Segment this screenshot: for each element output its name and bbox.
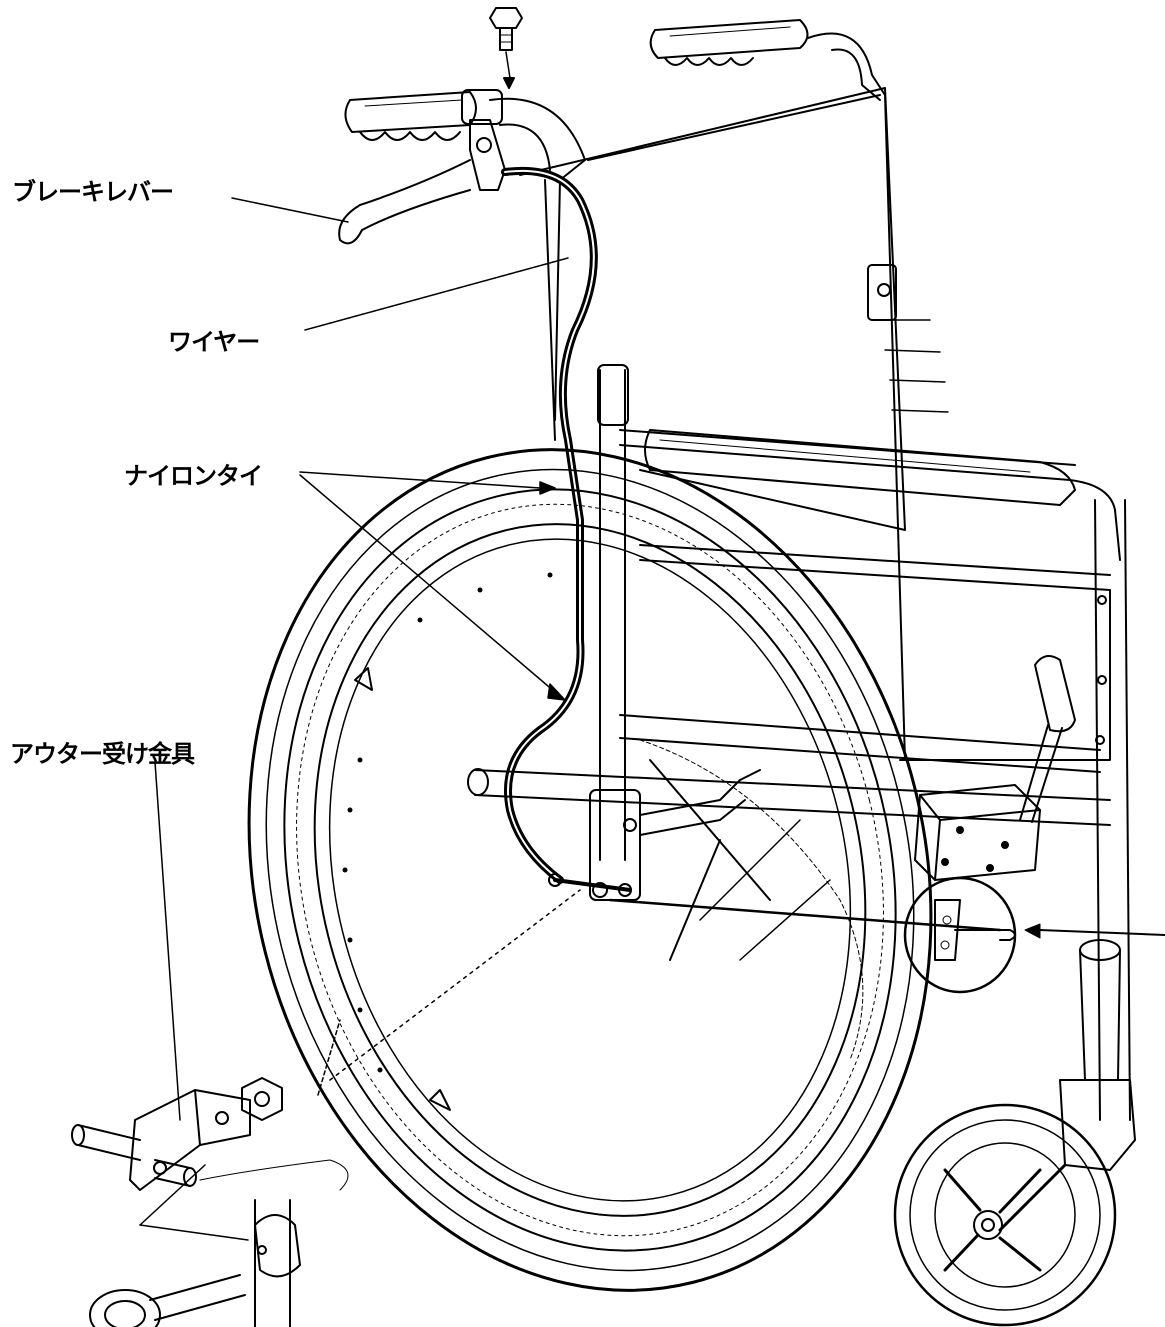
callout-outer-bracket: アウター受け金具 bbox=[10, 740, 195, 768]
brake-cable bbox=[501, 166, 598, 884]
parking-brake bbox=[914, 655, 1076, 881]
chair-frame bbox=[467, 179, 1131, 1121]
callout-wire: ワイヤー bbox=[168, 328, 260, 356]
axle-detail bbox=[89, 1159, 349, 1327]
detail-circle bbox=[903, 876, 1165, 994]
callout-nylon-tie: ナイロンタイ bbox=[124, 462, 263, 490]
outer-bracket-parts bbox=[71, 1077, 283, 1191]
rear-wheel bbox=[247, 448, 933, 1292]
bolt bbox=[489, 7, 523, 89]
leader-lines bbox=[139, 197, 581, 1241]
front-caster bbox=[893, 939, 1136, 1327]
backrest-frame bbox=[344, 19, 949, 761]
brake-lever bbox=[338, 119, 506, 245]
callout-brake-lever: ブレーキレバー bbox=[12, 178, 174, 206]
